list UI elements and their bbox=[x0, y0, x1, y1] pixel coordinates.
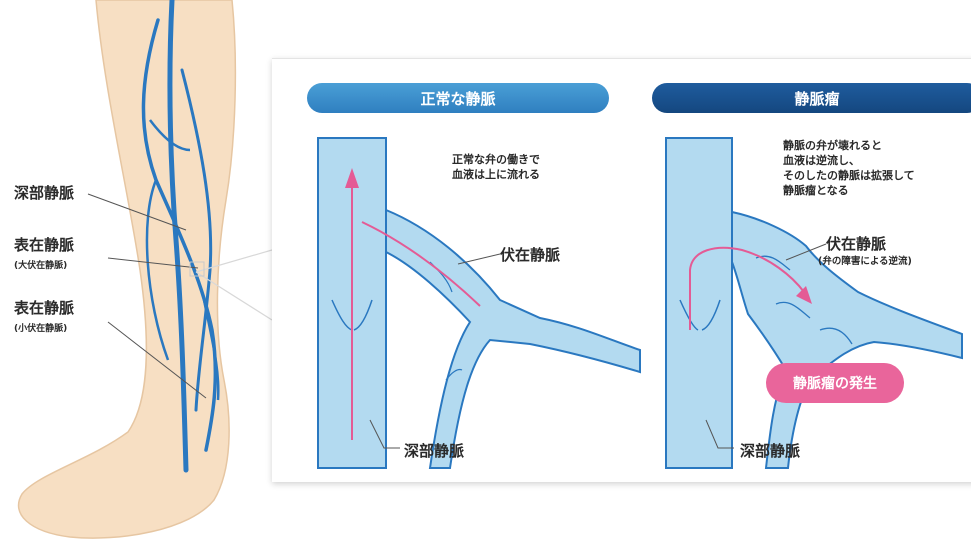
normal-branch-label: 伏在静脈 bbox=[500, 244, 560, 265]
leg-sub-small-saphenous: (小伏在静脈) bbox=[14, 325, 67, 334]
varix-deep-vein-trunk bbox=[666, 138, 732, 468]
varix-branch-label: 伏在静脈 bbox=[826, 233, 886, 254]
leg-illustration bbox=[0, 0, 300, 547]
normal-note-line-2: 血液は上に流れる bbox=[452, 167, 540, 182]
leader-line bbox=[458, 254, 500, 264]
normal-trunk-label: 深部静脈 bbox=[404, 440, 464, 461]
normal-note-line-1: 正常な弁の働きで bbox=[452, 152, 540, 167]
leg-sub-great-saphenous: (大伏在静脈) bbox=[14, 262, 67, 271]
vein-diagrams bbox=[272, 58, 971, 481]
varix-note-line-3: そのしたの静脈は拡張して bbox=[783, 168, 915, 183]
leg-label-superficial-vein-small: 表在静脈 bbox=[14, 301, 74, 316]
varix-note-line-1: 静脈の弁が壊れると bbox=[783, 138, 882, 153]
varix-note-line-2: 血液は逆流し、 bbox=[783, 153, 860, 168]
leg-label-superficial-vein-great: 表在静脈 bbox=[14, 238, 74, 253]
varix-trunk-label: 深部静脈 bbox=[740, 440, 800, 461]
varix-occurrence-badge: 静脈瘤の発生 bbox=[766, 363, 904, 403]
varix-branch-sublabel: (弁の障害による逆流) bbox=[818, 253, 912, 267]
leg-label-deep-vein: 深部静脈 bbox=[14, 186, 74, 201]
varix-note-line-4: 静脈瘤となる bbox=[783, 183, 849, 198]
